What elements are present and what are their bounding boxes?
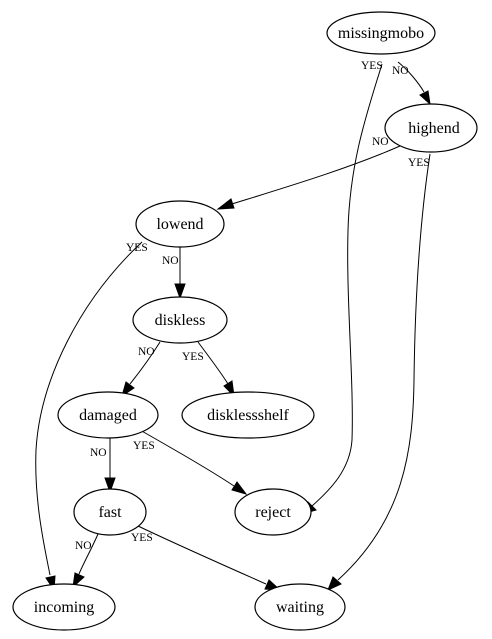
edge-fast-waiting: YES bbox=[131, 525, 282, 591]
node-lowend: lowend bbox=[135, 200, 225, 248]
edge-label-yes: YES bbox=[126, 242, 148, 254]
node-damaged: damaged bbox=[57, 391, 159, 439]
edge-missingmobo-reject: YES bbox=[301, 60, 383, 515]
node-waiting: waiting bbox=[254, 583, 346, 631]
edge-missingmobo-highend: NO bbox=[392, 61, 431, 106]
edge-diskless-disklessshelf: YES bbox=[182, 341, 235, 398]
edge-lowend-incoming: YES bbox=[35, 241, 148, 592]
edge-highend-waiting: YES bbox=[327, 153, 431, 591]
edge-label-no: NO bbox=[392, 65, 409, 77]
node-disklessshelf: disklessshelf bbox=[181, 391, 315, 439]
edge-label-yes: YES bbox=[131, 532, 153, 544]
node-label: diskless bbox=[155, 312, 206, 329]
edge-label-no: NO bbox=[90, 447, 107, 459]
edge-label-no: NO bbox=[162, 255, 179, 267]
node-label: disklessshelf bbox=[207, 407, 289, 424]
node-highend: highend bbox=[384, 103, 478, 153]
edge-highend-lowend: NO bbox=[216, 136, 401, 210]
edge-label-no: NO bbox=[372, 136, 389, 148]
edge-label-yes: YES bbox=[133, 440, 155, 452]
edge-fast-incoming: NO bbox=[72, 533, 99, 589]
node-incoming: incoming bbox=[12, 583, 116, 631]
edge-label-yes: YES bbox=[361, 60, 383, 72]
edge-label-no: NO bbox=[138, 346, 155, 358]
edge-damaged-fast: NO bbox=[90, 438, 116, 494]
node-diskless: diskless bbox=[132, 296, 228, 344]
edge-label-yes: YES bbox=[408, 157, 430, 169]
node-label: incoming bbox=[34, 599, 94, 616]
edge-label-no: NO bbox=[75, 540, 92, 552]
node-label: waiting bbox=[276, 599, 324, 616]
node-label: highend bbox=[408, 120, 460, 137]
node-reject: reject bbox=[234, 488, 312, 536]
edge-diskless-damaged: NO bbox=[121, 341, 161, 398]
node-label: lowend bbox=[156, 216, 203, 233]
edge-damaged-reject: YES bbox=[133, 429, 248, 495]
edge-lowend-diskless: NO bbox=[162, 246, 186, 300]
edge-label-yes: YES bbox=[182, 351, 204, 363]
node-label: damaged bbox=[79, 407, 137, 424]
node-label: missingmobo bbox=[338, 25, 424, 42]
node-fast: fast bbox=[73, 488, 147, 536]
node-missingmobo: missingmobo bbox=[326, 11, 436, 55]
node-label: fast bbox=[98, 504, 122, 521]
node-label: reject bbox=[255, 504, 291, 521]
